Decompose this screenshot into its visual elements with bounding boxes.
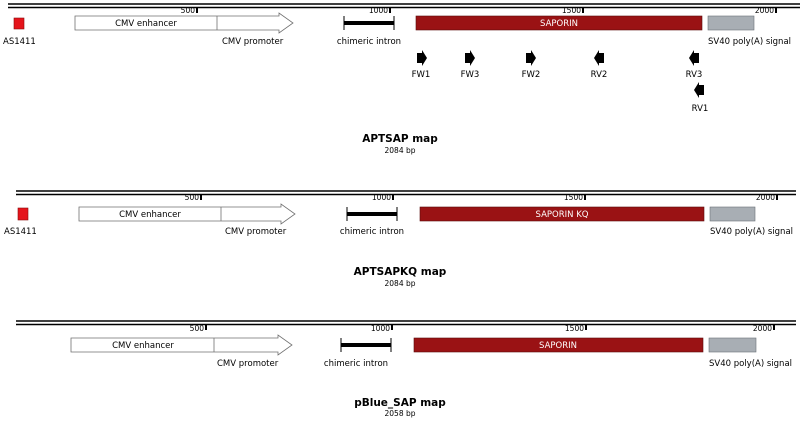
primer-rv2[interactable]: RV2 xyxy=(591,50,608,80)
map-title: APTSAP map xyxy=(362,133,438,145)
feature-chimeric-intron[interactable]: chimeric intron xyxy=(340,207,404,237)
primer-label: RV3 xyxy=(686,70,703,80)
map-aptsapkq: 500 1000 1500 2000 AS1411 CMV enhancer C… xyxy=(4,190,796,288)
primer-label: FW3 xyxy=(461,70,480,80)
tick-label: 2000 xyxy=(753,324,772,333)
tick-label: 2000 xyxy=(755,6,774,15)
feature-saporin[interactable]: SAPORIN xyxy=(413,337,704,353)
map-size: 2084 bp xyxy=(385,279,416,288)
primer-rv3[interactable]: RV3 xyxy=(686,50,703,80)
feature-label: CMV enhancer xyxy=(112,341,174,351)
feature-label: CMV promoter xyxy=(217,359,279,369)
feature-label: chimeric intron xyxy=(337,37,401,47)
tick-label: 500 xyxy=(190,324,205,333)
map-title: APTSAPKQ map xyxy=(354,266,447,278)
backbone xyxy=(16,190,796,196)
tick-label: 500 xyxy=(181,6,196,15)
feature-chimeric-intron[interactable]: chimeric intron xyxy=(324,338,392,369)
scale-ticks: 500 1000 1500 2000 xyxy=(181,6,777,15)
backbone xyxy=(8,3,800,9)
scale-ticks: 500 1000 1500 2000 xyxy=(185,193,778,202)
primer-label: RV2 xyxy=(591,70,608,80)
map-pbluesap: 500 1000 1500 2000 CMV enhancer CMV prom… xyxy=(16,320,796,418)
tick-label: 2000 xyxy=(756,193,775,202)
feature-label: AS1411 xyxy=(4,227,37,237)
feature-cmv-promoter[interactable]: CMV promoter xyxy=(225,227,287,237)
tick-label: 1000 xyxy=(372,193,391,202)
primer-fw2[interactable]: FW2 xyxy=(522,50,541,80)
tick-label: 1500 xyxy=(564,193,583,202)
tick-label: 1000 xyxy=(369,6,388,15)
feature-cmv-promoter[interactable]: CMV promoter xyxy=(222,37,284,47)
feature-label: SAPORIN KQ xyxy=(536,210,589,220)
tick-label: 500 xyxy=(185,193,200,202)
feature-label: CMV promoter xyxy=(225,227,287,237)
feature-cmv-enhancer[interactable]: CMV enhancer xyxy=(78,203,296,225)
feature-as1411[interactable]: AS1411 xyxy=(3,17,36,47)
feature-sv40-polya[interactable]: SV40 poly(A) signal xyxy=(708,337,792,369)
feature-label: SV40 poly(A) signal xyxy=(710,227,793,237)
feature-label: CMV enhancer xyxy=(119,210,181,220)
map-size: 2058 bp xyxy=(385,409,416,418)
primer-label: FW2 xyxy=(522,70,541,80)
feature-chimeric-intron[interactable]: chimeric intron xyxy=(337,16,401,47)
primer-fw3[interactable]: FW3 xyxy=(461,50,480,80)
feature-label: SAPORIN xyxy=(540,19,578,29)
tick-label: 1500 xyxy=(562,6,581,15)
feature-cmv-promoter[interactable]: CMV promoter xyxy=(217,359,279,369)
feature-label: chimeric intron xyxy=(324,359,388,369)
feature-saporin-kq[interactable]: SAPORIN KQ xyxy=(419,206,705,222)
feature-label: SV40 poly(A) signal xyxy=(708,37,791,47)
primer-rv1[interactable]: RV1 xyxy=(692,82,709,114)
feature-label: CMV promoter xyxy=(222,37,284,47)
feature-sv40-polya[interactable]: SV40 poly(A) signal xyxy=(709,206,793,237)
tick-label: 1000 xyxy=(371,324,390,333)
feature-as1411[interactable]: AS1411 xyxy=(4,207,37,237)
map-title: pBlue_SAP map xyxy=(354,397,446,409)
feature-sv40-polya[interactable]: SV40 poly(A) signal xyxy=(707,15,791,47)
feature-label: SAPORIN xyxy=(539,341,577,351)
primer-label: FW1 xyxy=(412,70,431,80)
primers: FW1 FW3 FW2 RV2 RV3 RV1 xyxy=(412,50,709,114)
feature-saporin[interactable]: SAPORIN xyxy=(415,15,703,31)
primer-fw1[interactable]: FW1 xyxy=(412,50,431,80)
feature-label: SV40 poly(A) signal xyxy=(709,359,792,369)
backbone xyxy=(16,320,796,326)
feature-label: chimeric intron xyxy=(340,227,404,237)
tick-label: 1500 xyxy=(565,324,584,333)
scale-ticks: 500 1000 1500 2000 xyxy=(190,324,775,333)
feature-label: CMV enhancer xyxy=(115,19,177,29)
feature-label: AS1411 xyxy=(3,37,36,47)
feature-cmv-enhancer[interactable]: CMV enhancer xyxy=(74,12,294,34)
map-aptsap: 500 1000 1500 2000 AS1411 CMV enhancer C… xyxy=(3,3,800,155)
primer-label: RV1 xyxy=(692,104,709,114)
map-size: 2084 bp xyxy=(385,146,416,155)
feature-cmv-enhancer[interactable]: CMV enhancer xyxy=(70,334,293,356)
